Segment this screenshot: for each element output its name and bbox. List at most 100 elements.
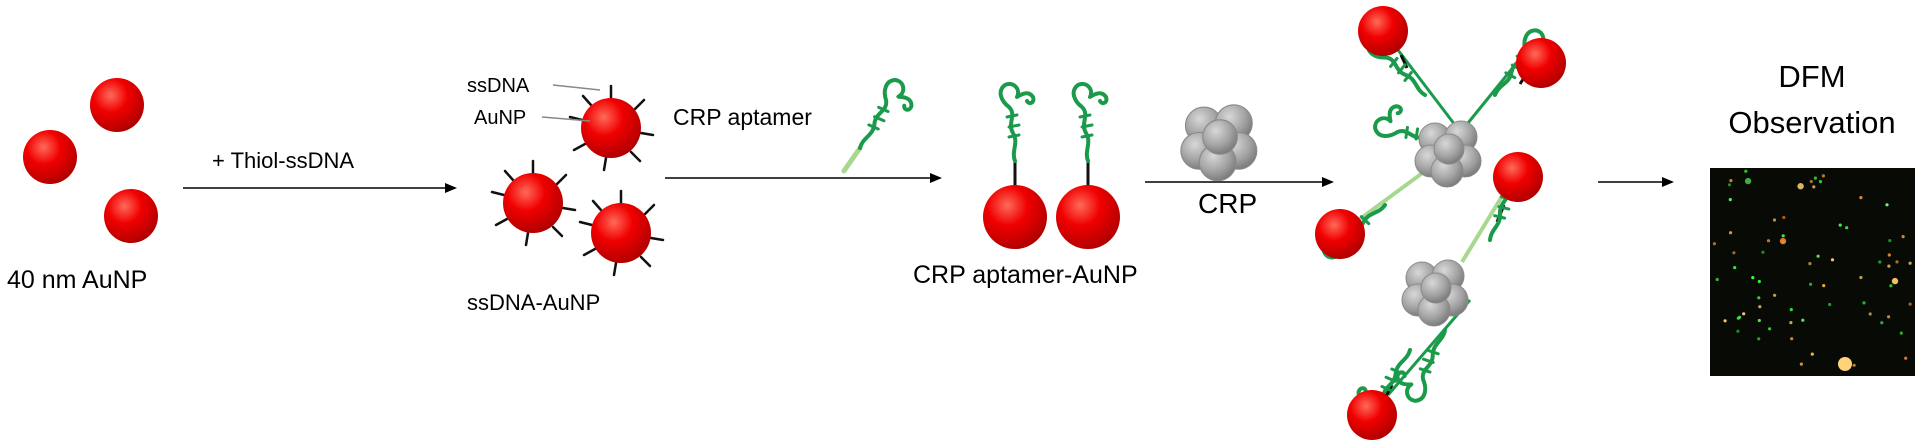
crp-aptamer-label: CRP aptamer (673, 104, 812, 130)
dfm-spot (1801, 318, 1805, 322)
dfm-title-line2: Observation (1728, 105, 1895, 140)
dfm-spot (1761, 250, 1765, 254)
dfm-spot (1889, 284, 1893, 288)
dfm-spot (1797, 183, 1804, 190)
dfm-spot (1733, 266, 1737, 270)
gold-nanoparticle (90, 78, 144, 132)
dfm-spot (1742, 312, 1746, 316)
gold-nanoparticle (1358, 6, 1408, 56)
dfm-spot (1712, 242, 1716, 246)
dfm-spot (1723, 319, 1727, 323)
ssdna-aunp-label: ssDNA-AuNP (467, 290, 600, 315)
aunp-pointer (541, 116, 591, 122)
dfm-spot (1751, 276, 1755, 280)
dfm-spot (1887, 253, 1891, 257)
dfm-spot (1887, 315, 1891, 319)
dfm-spot (1822, 284, 1826, 288)
crp-label: CRP (1198, 188, 1257, 219)
crp-aunp-complex-upper (1309, 6, 1566, 263)
dfm-spot (1899, 331, 1903, 335)
dfm-spot (1859, 275, 1863, 280)
dfm-spot (1758, 305, 1762, 309)
dfm-spot (1808, 262, 1812, 266)
dfm-spot (1838, 223, 1842, 227)
dfm-spot (1828, 302, 1832, 307)
dfm-spot (1812, 185, 1816, 189)
dfm-spot (1862, 301, 1866, 305)
dfm-spot (1738, 315, 1742, 319)
dfm-spot (1728, 198, 1732, 202)
dfm-spot (1744, 177, 1752, 185)
dfm-image (1710, 168, 1915, 376)
dfm-spot (1888, 239, 1892, 243)
dfm-spot (1880, 321, 1884, 325)
dfm-spot (1789, 308, 1793, 312)
dfm-spot (1732, 251, 1736, 255)
ssdna-pointer (552, 84, 601, 91)
dfm-spot (1736, 329, 1740, 333)
dfm-spot (1878, 260, 1882, 264)
dfm-spot (1744, 169, 1748, 173)
crp-aunp-complex-lower (1347, 152, 1543, 440)
dfm-spot (1757, 337, 1761, 341)
dfm-spot (1887, 264, 1891, 268)
aunp-tag-label: AuNP (474, 107, 526, 129)
dfm-spot (1781, 234, 1785, 238)
ssdna-tag-label: ssDNA (467, 75, 530, 97)
dfm-spot (1715, 277, 1719, 282)
dfm-spot (1773, 293, 1777, 297)
dfm-spot (1790, 337, 1794, 341)
dfm-spot (1904, 356, 1908, 360)
dfm-spot (1757, 279, 1761, 284)
dfm-spot (1772, 218, 1777, 222)
aptamer-aunp-group (983, 81, 1120, 249)
bare-aunp-group (23, 78, 158, 243)
dfm-spot (1908, 261, 1912, 265)
thiol-ssdna-label: + Thiol-ssDNA (212, 148, 354, 173)
dfm-spot (1859, 196, 1863, 200)
gold-nanoparticle (1315, 209, 1365, 259)
dfm-spot (1816, 254, 1820, 258)
dfm-spot (1727, 183, 1732, 187)
dfm-spot (1830, 258, 1835, 262)
dfm-spot (1757, 318, 1761, 323)
dfm-bright-spot (1838, 357, 1852, 371)
crp-protein-icon (1180, 104, 1258, 182)
gold-nanoparticle (23, 130, 77, 184)
dfm-spot (1729, 231, 1733, 235)
dfm-spot (1809, 179, 1813, 184)
dfm-spot (1821, 174, 1825, 178)
dfm-spot (1845, 226, 1849, 230)
dfm-spot (1810, 352, 1814, 356)
dfm-spot (1895, 260, 1899, 264)
gold-nanoparticle (1516, 38, 1566, 88)
ssdna-aunp (568, 84, 655, 172)
aptamer-aunp (983, 81, 1047, 249)
dfm-spot (1868, 312, 1872, 316)
ssdna-aunp-group (490, 84, 665, 277)
aptamer-aunp-label: CRP aptamer-AuNP (913, 261, 1138, 289)
dfm-spot (1729, 179, 1733, 183)
dfm-spot (1766, 239, 1771, 243)
dfm-spot (1789, 321, 1793, 325)
aptamer-aunp (1056, 81, 1120, 249)
dfm-spot (1818, 180, 1823, 184)
dfm-spot (1852, 363, 1856, 367)
aptamer-icon (841, 74, 922, 174)
dfm-spot (1813, 176, 1817, 180)
dfm-title-line1: DFM (1778, 59, 1845, 94)
dfm-spot (1891, 277, 1899, 285)
ssdna-aunp (490, 159, 577, 247)
gold-nanoparticle (1493, 152, 1543, 202)
dfm-spot (1799, 362, 1803, 366)
aunp-label: 40 nm AuNP (7, 266, 147, 294)
dfm-spot (1779, 237, 1787, 245)
dfm-spot (1768, 327, 1772, 331)
ssdna-aunp (578, 189, 665, 277)
dfm-spot (1908, 302, 1912, 306)
gold-nanoparticle (104, 189, 158, 243)
gold-nanoparticle (1347, 390, 1397, 440)
dfm-scatter-spots (1712, 169, 1912, 371)
dfm-spot (1782, 215, 1786, 220)
